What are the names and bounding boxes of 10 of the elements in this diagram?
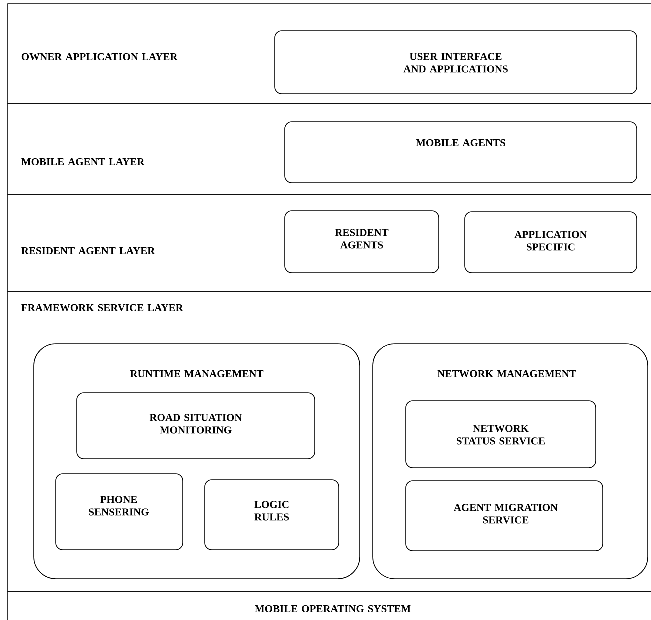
- component-box: LOGIC RULES: [204, 480, 340, 550]
- component-box: RESIDENT AGENTS: [284, 210, 440, 274]
- component-box: NETWORK STATUS SERVICE: [406, 400, 596, 468]
- component-box: APPLICATION SPECIFIC: [464, 212, 638, 274]
- layer-frame: MOBILE OPERATING SYSTEM: [8, 592, 651, 620]
- component-box: USER INTERFACE AND APPLICATIONS: [274, 30, 638, 94]
- component-box: AGENT MIGRATION SERVICE: [406, 480, 604, 552]
- component-box: ROAD SITUATION MONITORING: [76, 392, 316, 460]
- component-box: PHONE SENSERING: [56, 474, 184, 550]
- component-box: MOBILE AGENTS: [284, 122, 638, 184]
